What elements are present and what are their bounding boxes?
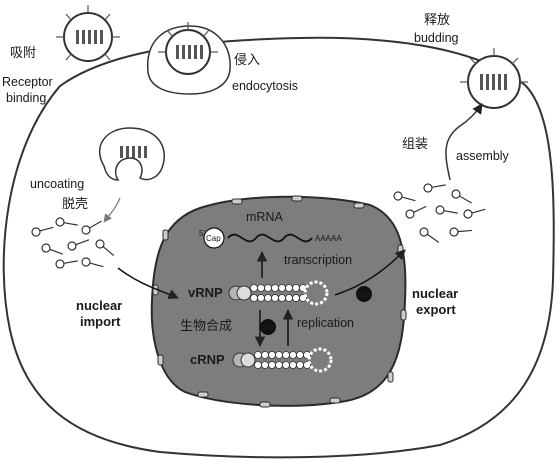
nuclear-export-line2: export [416, 302, 456, 317]
nep-badge-export [356, 286, 372, 302]
budding-label: budding [414, 31, 459, 45]
vrnp-complex [228, 280, 329, 306]
uncoating-label: uncoating [30, 177, 84, 191]
replication-label: replication [297, 316, 354, 330]
uncoating-zh-label: 脱壳 [62, 197, 88, 212]
transcription-label: transcription [284, 253, 352, 267]
crnp-complex [232, 347, 333, 373]
cap-prime-label: 5' [199, 229, 205, 238]
virion-receptor-binding [56, 5, 120, 62]
assembly-zh-label: 组装 [402, 137, 428, 152]
binding-label: binding [6, 91, 46, 105]
nep-label-center: NEP [262, 326, 274, 332]
nep-badge-center [260, 319, 276, 335]
nuclear-import-line2: import [80, 314, 121, 329]
synthesis-zh-label: 生物合成 [180, 319, 232, 334]
cytoplasmic-rnp-cluster-right [393, 183, 486, 243]
virion-uncoating [98, 127, 165, 181]
receptor-label: Receptor [2, 75, 53, 89]
crnp-label: cRNP [190, 352, 225, 367]
mrna-label: mRNA [246, 210, 283, 224]
budding-zh-label: 释放 [424, 13, 450, 28]
vrnp-label: vRNP [188, 285, 223, 300]
virion-budding [460, 48, 528, 109]
import-arrow [117, 267, 179, 299]
nuclear-export-line1: nuclear [412, 286, 458, 301]
assembly-label: assembly [456, 149, 510, 163]
polya-label: AAAAA [315, 234, 342, 243]
endocytosis-zh-label: 侵入 [234, 52, 260, 68]
uncoating-arrow [103, 197, 121, 223]
cytoplasmic-rnp-cluster-left [31, 217, 115, 269]
endocytosis-label: endocytosis [232, 79, 298, 93]
mrna-strand [203, 227, 313, 249]
export-arrow [334, 249, 406, 296]
nucleus [150, 195, 407, 408]
nuclear-import-line1: nuclear [76, 298, 122, 313]
receptor-binding-zh-label: 吸附 [10, 46, 36, 61]
nep-label-export: NEP [358, 293, 370, 299]
cell-membrane [2, 36, 555, 459]
assembly-arrow [445, 103, 483, 181]
cap-label: Cap [206, 234, 221, 243]
virion-endocytosis [147, 22, 231, 95]
cap-circle [203, 227, 225, 249]
